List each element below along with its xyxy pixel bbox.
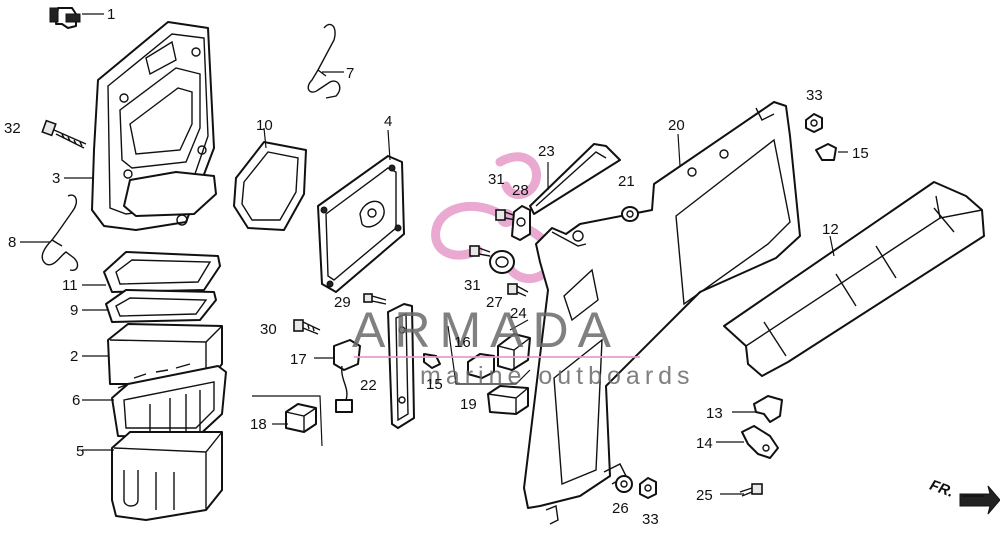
- callout-33b: 33: [642, 511, 659, 528]
- front-direction-label: FR.: [927, 477, 956, 501]
- part-20-side-panel: [523, 101, 801, 525]
- part-6-grid-frame: [111, 363, 227, 439]
- part-33-nut-lower: [639, 477, 657, 499]
- callout-3: 3: [52, 170, 60, 187]
- callout-6: 6: [72, 392, 80, 409]
- callout-10: 10: [256, 117, 273, 134]
- part-7-wire-clip: [307, 23, 341, 99]
- part-8-wire-clip: [41, 194, 79, 272]
- part-19-module: [487, 385, 529, 415]
- part-11-gasket-frame: [103, 251, 221, 293]
- callout-11: 11: [62, 277, 78, 294]
- callout-24: 24: [510, 305, 527, 322]
- part-29-bolt: [363, 293, 387, 305]
- callout-4: 4: [384, 113, 392, 130]
- callout-18: 18: [250, 416, 267, 433]
- callout-27: 27: [486, 294, 503, 311]
- callout-22: 22: [360, 377, 377, 394]
- callout-23: 23: [538, 143, 555, 160]
- part-10-gasket: [233, 141, 307, 231]
- part-25-screw: [739, 483, 763, 497]
- callout-26: 26: [612, 500, 629, 517]
- part-1-clip: [49, 7, 81, 29]
- part-3-upper-housing: [91, 21, 217, 231]
- callout-14: 14: [696, 435, 713, 452]
- part-23-grip-rail: [529, 143, 621, 215]
- part-18-block: [285, 403, 317, 433]
- part-4-plate: [317, 155, 405, 293]
- callout-15a: 15: [426, 376, 443, 393]
- callout-28: 28: [512, 182, 529, 199]
- callout-1: 1: [107, 6, 115, 23]
- callout-25: 25: [696, 487, 713, 504]
- callout-9: 9: [70, 302, 78, 319]
- callout-2: 2: [70, 348, 78, 365]
- callout-labels: 1 7 32 3 8 11 9 2 6 5 10 4 29 30 17 22 1…: [4, 6, 869, 528]
- callout-7: 7: [346, 65, 354, 82]
- part-28-bracket: [511, 205, 531, 241]
- part-22-rail: [387, 303, 415, 429]
- callout-5: 5: [76, 443, 84, 460]
- part-9-seal: [105, 289, 217, 323]
- part-15-pin-upper: [815, 143, 837, 161]
- callout-32: 32: [4, 120, 21, 137]
- callout-20: 20: [668, 117, 685, 134]
- part-31-bolt-lower: [469, 245, 491, 257]
- part-21-grommet: [621, 206, 639, 222]
- part-5-lower-case: [111, 431, 223, 521]
- part-33-nut-upper: [805, 113, 823, 133]
- part-17-connector: [333, 339, 361, 413]
- callout-19: 19: [460, 396, 477, 413]
- part-13-bracket: [753, 395, 783, 423]
- part-14-bracket: [741, 425, 779, 459]
- watermark-brand: ARMADA: [352, 302, 620, 358]
- callout-21: 21: [618, 173, 635, 190]
- callout-12: 12: [822, 221, 839, 238]
- part-16-relay: [497, 333, 531, 371]
- part-connector-small: [467, 353, 495, 379]
- callout-29: 29: [334, 294, 351, 311]
- callout-30: 30: [260, 321, 277, 338]
- callout-31b: 31: [464, 277, 481, 294]
- callout-8: 8: [8, 234, 16, 251]
- callout-17: 17: [290, 351, 307, 368]
- part-26-washer: [615, 475, 633, 493]
- callout-13: 13: [706, 405, 723, 422]
- callout-16: 16: [454, 334, 471, 351]
- front-direction-arrow: [959, 485, 1000, 515]
- callout-31a: 31: [488, 171, 505, 188]
- callout-15b: 15: [852, 145, 869, 162]
- watermark-tagline: marine outboards: [420, 362, 695, 390]
- callout-33a: 33: [806, 87, 823, 104]
- part-12-long-cover: [723, 181, 985, 377]
- part-30-bolt: [293, 319, 321, 335]
- part-27-grommet: [489, 250, 515, 274]
- part-24-bolt: [507, 283, 529, 297]
- part-32-bolt: [41, 119, 87, 149]
